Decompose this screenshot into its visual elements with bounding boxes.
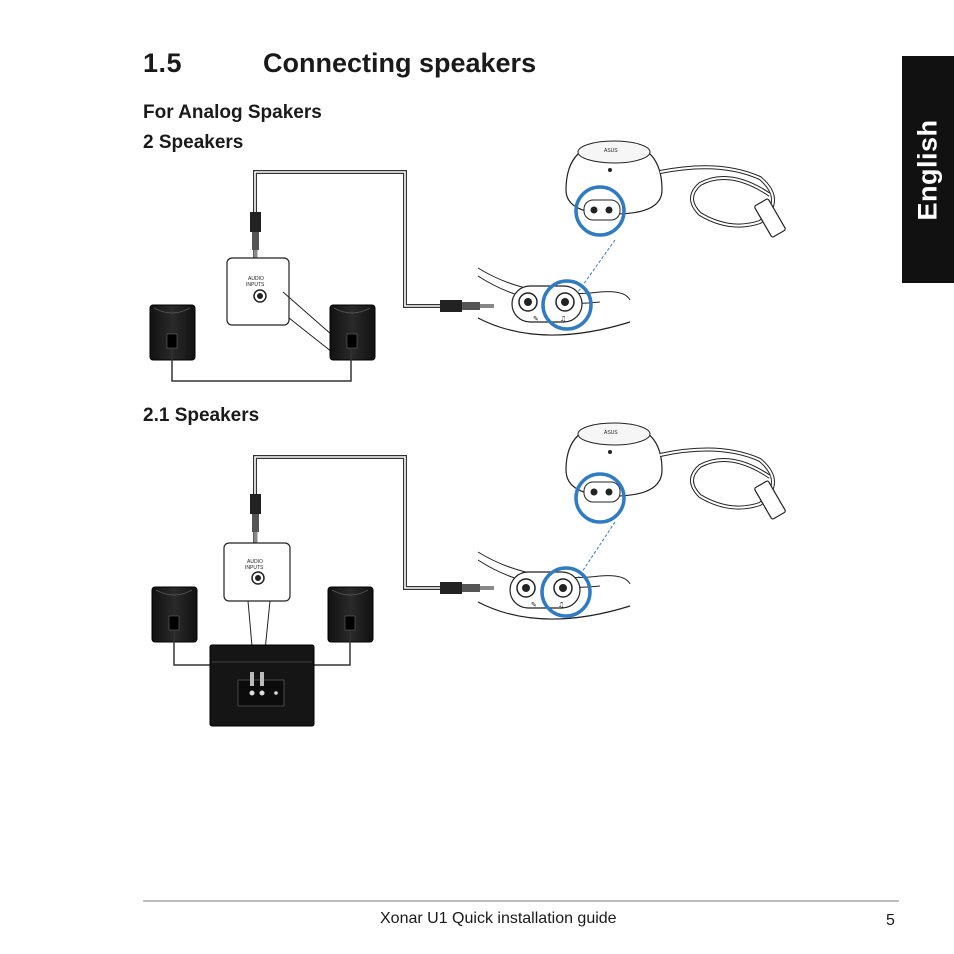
speaker-link-cable xyxy=(171,348,352,382)
footer-page-number: 5 xyxy=(886,912,895,929)
subheading-2-1-speakers: 2.1 Speakers xyxy=(143,405,260,426)
diagram-2-speakers: AUDIO INPUTS xyxy=(149,140,786,382)
section-title: Connecting speakers xyxy=(263,48,537,78)
device-brand: ASUS xyxy=(604,148,618,154)
audio-inputs-panel: AUDIO INPUTS xyxy=(226,257,290,326)
section-number: 1.5 xyxy=(143,48,183,78)
panel-label-audio: AUDIO xyxy=(248,276,264,282)
sound-card-device: ASUS xyxy=(565,140,786,293)
device-brand: ASUS xyxy=(604,430,618,436)
subheading-2-speakers: 2 Speakers xyxy=(143,132,244,153)
diagram-2-1-speakers: AUDIO INPUTS xyxy=(151,422,786,727)
speaker-right xyxy=(329,304,376,361)
plug-icon xyxy=(250,494,261,546)
sound-card-front: ✎ ♫ xyxy=(477,267,631,336)
sound-card-device: ASUS xyxy=(565,422,786,579)
headphone-icon: ♫ xyxy=(558,601,564,609)
headphone-icon: ♫ xyxy=(560,315,566,323)
subwoofer xyxy=(209,644,315,727)
highlight-circle xyxy=(574,472,626,524)
sound-card-front: ✎ ♫ xyxy=(477,551,631,620)
mic-icon: ✎ xyxy=(531,601,537,609)
panel-label-audio: AUDIO xyxy=(247,559,263,565)
highlight-circle xyxy=(540,566,592,618)
plug-icon xyxy=(440,300,494,312)
highlight-circle xyxy=(574,185,626,237)
usb-plug-icon xyxy=(754,480,786,520)
subheading-analog: For Analog Spakers xyxy=(143,102,322,123)
mic-icon: ✎ xyxy=(533,315,539,323)
speaker-link-cable xyxy=(173,630,212,666)
language-tab: English xyxy=(902,56,954,283)
panel-label-inputs: INPUTS xyxy=(246,282,265,288)
plug-icon xyxy=(250,212,261,264)
plug-icon xyxy=(440,582,494,594)
speaker-link-cable xyxy=(312,630,351,666)
footer-rule xyxy=(143,900,899,902)
highlight-circle xyxy=(541,279,593,331)
usb-plug-icon xyxy=(754,198,786,238)
panel-label-inputs: INPUTS xyxy=(245,565,264,571)
footer-guide-title: Xonar U1 Quick installation guide xyxy=(380,910,617,927)
audio-inputs-panel: AUDIO INPUTS xyxy=(223,542,291,602)
